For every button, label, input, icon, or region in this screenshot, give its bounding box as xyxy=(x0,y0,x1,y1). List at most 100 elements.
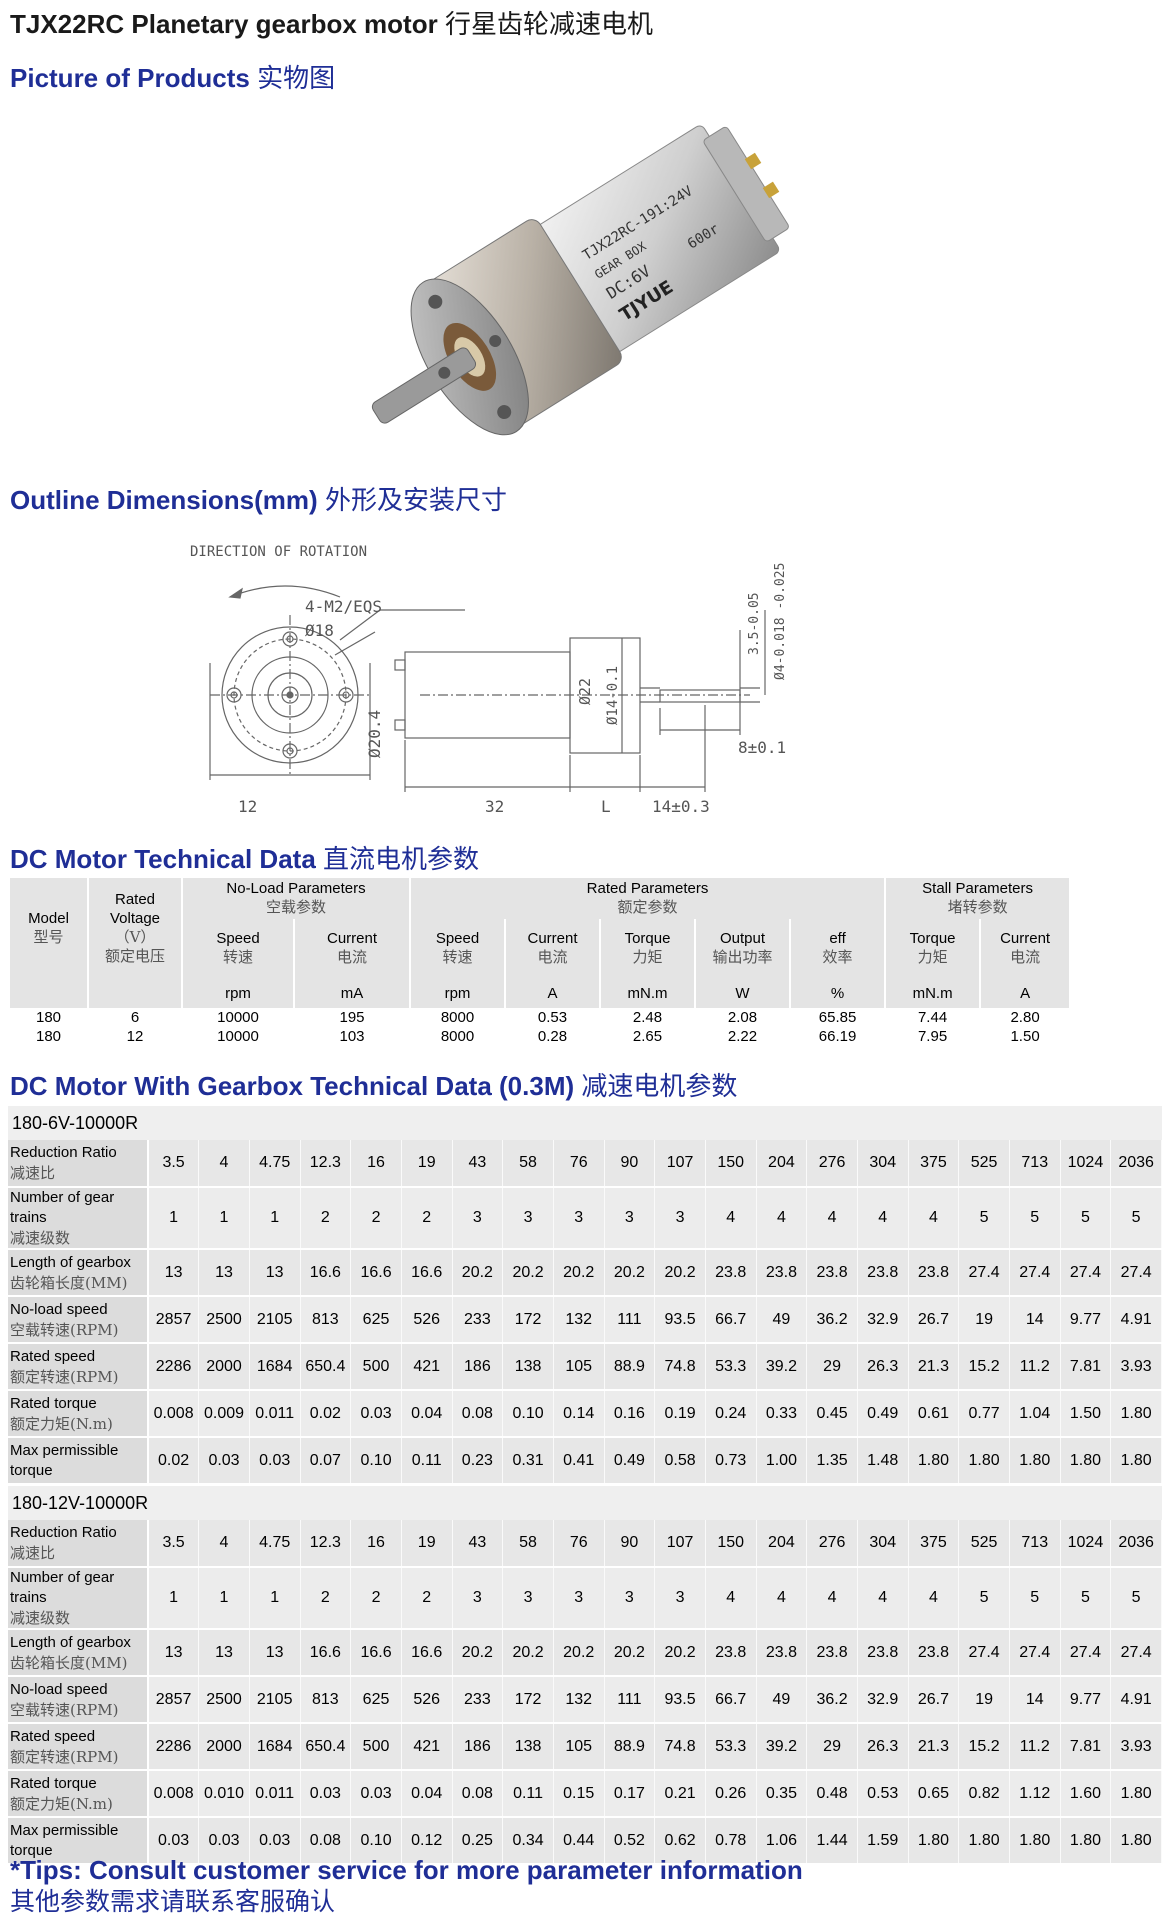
gearbox-cell: 4.75 xyxy=(249,1140,301,1188)
gearbox-cell: 15.2 xyxy=(958,1723,1010,1771)
gearbox-cell: 813 xyxy=(300,1676,352,1724)
dc-table-cell: 1.50 xyxy=(980,1027,1072,1046)
outline-heading-en: Outline Dimensions(mm) xyxy=(10,485,318,515)
gearbox-cell: 0.14 xyxy=(553,1390,605,1438)
dc-col-unit: A xyxy=(505,978,602,1008)
gearbox-cell: 5 xyxy=(1110,1567,1162,1630)
dc-table-cell: 7.95 xyxy=(885,1027,982,1046)
gearbox-cell: 0.49 xyxy=(857,1390,909,1438)
gearbox-cell: 7.81 xyxy=(1060,1343,1112,1391)
gearbox-cell: 23.8 xyxy=(908,1629,960,1677)
gearbox-cell: 2000 xyxy=(198,1343,250,1391)
gearbox-cell: 49 xyxy=(756,1296,808,1344)
gearbox-cell: 2036 xyxy=(1110,1520,1162,1568)
gearbox-cell: 16.6 xyxy=(350,1629,402,1677)
gearbox-cell: 4 xyxy=(705,1187,757,1250)
gearbox-cell: 1 xyxy=(148,1567,200,1630)
gearbox-cell: 74.8 xyxy=(654,1723,706,1771)
gearbox-cell: 29 xyxy=(806,1343,858,1391)
gearbox-cell: 9.77 xyxy=(1060,1296,1112,1344)
drawing-l12-label: 12 xyxy=(238,797,257,816)
gearbox-cell: 16.6 xyxy=(401,1629,453,1677)
gearbox-cell: 1024 xyxy=(1060,1140,1112,1188)
gearbox-cell: 1.35 xyxy=(806,1437,858,1485)
gearbox-cell: 0.35 xyxy=(756,1770,808,1818)
gearbox-cell: 32.9 xyxy=(857,1296,909,1344)
gearbox-cell: 4.75 xyxy=(249,1520,301,1568)
gearbox-cell: 276 xyxy=(806,1140,858,1188)
gearbox-cell: 650.4 xyxy=(300,1723,352,1771)
gearbox-cell: 0.08 xyxy=(452,1390,504,1438)
gearbox-cell: 23.8 xyxy=(756,1629,808,1677)
gearbox-cell: 49 xyxy=(756,1676,808,1724)
gearbox-cell: 53.3 xyxy=(705,1723,757,1771)
gearbox-cell: 12.3 xyxy=(300,1520,352,1568)
drawing-holes-label: 4-M2/EQS xyxy=(305,597,382,616)
gearbox-cell: 3 xyxy=(553,1187,605,1250)
gearbox-cell: 4 xyxy=(806,1567,858,1630)
gearbox-cell: 16.6 xyxy=(401,1249,453,1297)
gearbox-cell: 650.4 xyxy=(300,1343,352,1391)
gearbox-cell: 58 xyxy=(502,1520,554,1568)
gearbox-cell: 32.9 xyxy=(857,1676,909,1724)
gearbox-cell: 27.4 xyxy=(1009,1249,1061,1297)
gearbox-cell: 2500 xyxy=(198,1296,250,1344)
gearbox-cell: 0.34 xyxy=(502,1817,554,1865)
gearbox-cell: 233 xyxy=(452,1296,504,1344)
gearbox-cell: 0.03 xyxy=(249,1817,301,1865)
gearbox-model-name: 180-12V-10000R xyxy=(8,1486,1162,1520)
drawing-l8-label: 8±0.1 xyxy=(738,738,786,757)
gearbox-cell: 19 xyxy=(401,1140,453,1188)
gearbox-cell: 0.61 xyxy=(908,1390,960,1438)
dc-col-unit: rpm xyxy=(182,978,295,1008)
dc-table-cell: 2.80 xyxy=(980,1008,1072,1027)
gearbox-cell: 5 xyxy=(958,1567,1010,1630)
gearbox-cell: 1.80 xyxy=(958,1437,1010,1485)
gearbox-cell: 0.15 xyxy=(553,1770,605,1818)
gearbox-cell: 4 xyxy=(756,1187,808,1250)
gearbox-cell: 0.78 xyxy=(705,1817,757,1865)
gearbox-cell: 88.9 xyxy=(604,1723,656,1771)
gearbox-cell: 16 xyxy=(350,1520,402,1568)
gearbox-cell: 0.16 xyxy=(604,1390,656,1438)
gearbox-cell: 525 xyxy=(958,1520,1010,1568)
dc-col-unit: W xyxy=(695,978,792,1008)
gearbox-cell: 0.48 xyxy=(806,1770,858,1818)
gearbox-cell: 0.08 xyxy=(300,1817,352,1865)
gearbox-cell: 132 xyxy=(553,1676,605,1724)
gearbox-cell: 1684 xyxy=(249,1723,301,1771)
gearbox-cell: 27.4 xyxy=(1110,1629,1162,1677)
drawing-d204-label: Ø20.4 xyxy=(365,710,384,758)
gearbox-cell: 186 xyxy=(452,1343,504,1391)
gearbox-cell: 0.03 xyxy=(148,1817,200,1865)
dc-col-unit: % xyxy=(790,978,887,1008)
gearbox-cell: 3 xyxy=(452,1567,504,1630)
gearbox-cell: 0.08 xyxy=(452,1770,504,1818)
page-title: TJX22RC Planetary gearbox motor 行星齿轮减速电机 xyxy=(10,4,653,41)
gearbox-cell: 713 xyxy=(1009,1140,1061,1188)
gearbox-cell: 0.008 xyxy=(148,1390,200,1438)
gearbox-cell: 375 xyxy=(908,1520,960,1568)
gearbox-cell: 1 xyxy=(249,1567,301,1630)
gear-heading-en: DC Motor With Gearbox Technical Data (0.… xyxy=(10,1071,575,1101)
dc-table-cell: 10000 xyxy=(182,1008,295,1027)
gearbox-cell: 4 xyxy=(857,1567,909,1630)
gearbox-cell: 13 xyxy=(148,1629,200,1677)
gearbox-cell: 53.3 xyxy=(705,1343,757,1391)
gearbox-cell: 13 xyxy=(198,1629,250,1677)
gearbox-cell: 27.4 xyxy=(958,1249,1010,1297)
gearbox-cell: 26.7 xyxy=(908,1676,960,1724)
gearbox-cell: 2857 xyxy=(148,1676,200,1724)
gearbox-cell: 27.4 xyxy=(1060,1249,1112,1297)
